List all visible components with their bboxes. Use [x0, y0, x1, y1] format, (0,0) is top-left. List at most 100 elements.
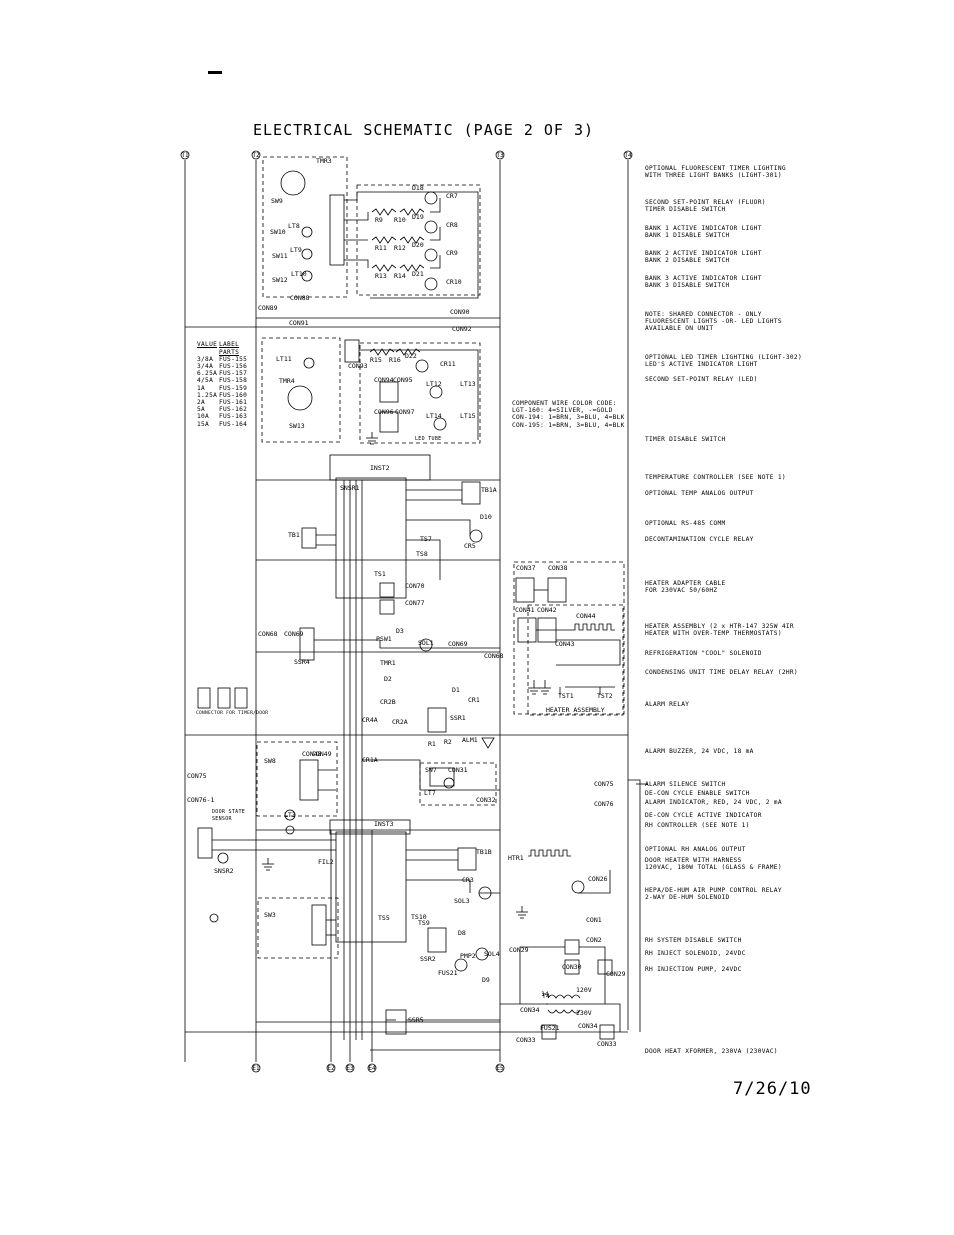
- component-label: LT15: [460, 412, 476, 420]
- component-label: TMR1: [380, 659, 396, 667]
- component-label: CR3: [462, 876, 474, 884]
- component-label: SSR5: [408, 1016, 424, 1024]
- component-label: CR2B: [380, 698, 396, 706]
- component-label: INST2: [370, 464, 390, 472]
- description-18: ALARM BUZZER, 24 VDC, 18 mA: [645, 748, 754, 755]
- description-23: RH CONTROLLER (SEE NOTE 1): [645, 822, 750, 829]
- component-label: TB1: [288, 531, 300, 539]
- component-label: D22: [405, 352, 417, 360]
- component-label: R15: [370, 356, 382, 364]
- component-label: SW12: [272, 276, 288, 284]
- component-label: CON75: [187, 772, 207, 780]
- component-label: CON38: [548, 564, 568, 572]
- door-state-sensor-label: DOOR STATE SENSOR: [212, 809, 246, 823]
- component-label: D1: [452, 686, 460, 694]
- svg-text:E2: E2: [327, 1065, 335, 1072]
- component-label: TS9: [418, 919, 430, 927]
- component-label: INST3: [374, 820, 394, 828]
- description-8: TIMER DISABLE SWITCH: [645, 436, 726, 443]
- component-label: D10: [480, 513, 492, 521]
- component-label: CR4A: [362, 716, 378, 724]
- description-12: DECONTAMINATION CYCLE RELAY: [645, 536, 754, 543]
- component-label: CON75: [594, 780, 614, 788]
- description-5: NOTE: SHARED CONNECTOR - ONLY FLUORESCEN…: [645, 311, 782, 333]
- terminal-t4: T4: [623, 150, 633, 160]
- component-label: R12: [394, 244, 406, 252]
- svg-text:T3: T3: [496, 152, 504, 159]
- component-label: CON95: [393, 376, 413, 384]
- component-label: CON43: [555, 640, 575, 648]
- terminal-t3: T3: [495, 150, 505, 160]
- component-label: CON31: [448, 766, 468, 774]
- component-label: CR8: [446, 221, 458, 229]
- component-label: FUS21: [540, 1024, 560, 1032]
- component-label: SW13: [289, 422, 305, 430]
- component-label: CON96: [374, 408, 394, 416]
- svg-text:E3: E3: [346, 1065, 354, 1072]
- component-label: CON68: [258, 630, 278, 638]
- component-label: CON29: [606, 970, 626, 978]
- component-label: CON77: [405, 599, 425, 607]
- component-label: LT12: [426, 380, 442, 388]
- component-label: CON33: [597, 1040, 617, 1048]
- component-label: CON88: [290, 294, 310, 302]
- component-label: CON32: [476, 796, 496, 804]
- component-label: SSR2: [420, 955, 436, 963]
- svg-text:T4: T4: [624, 152, 632, 159]
- component-label: HTR1: [508, 854, 524, 862]
- component-label: CON97: [395, 408, 415, 416]
- led-fixture-label: LED TUBE: [415, 436, 442, 442]
- description-22: DE-CON CYCLE ACTIVE INDICATOR: [645, 812, 762, 819]
- fuse-table-header: LABEL PARTS: [219, 341, 240, 356]
- component-label: TST1: [558, 692, 574, 700]
- component-label: CON68: [484, 652, 504, 660]
- component-label: TB1B: [476, 848, 492, 856]
- component-label: CON29: [509, 946, 529, 954]
- component-label: TST2: [597, 692, 613, 700]
- description-20: DE-CON CYCLE ENABLE SWITCH: [645, 790, 750, 797]
- description-19: ALARM SILENCE SWITCH: [645, 781, 726, 788]
- component-label: R1: [428, 740, 436, 748]
- component-label: LT8: [288, 222, 300, 230]
- component-label: TS5: [378, 914, 390, 922]
- component-label: FIL2: [318, 858, 334, 866]
- description-25: DOOR HEATER WITH HARNESS 120VAC, 180W TO…: [645, 857, 782, 872]
- component-label: D19: [412, 213, 424, 221]
- description-17: ALARM RELAY: [645, 701, 690, 708]
- component-label: SNSR2: [214, 867, 234, 875]
- component-label: CON1: [586, 916, 602, 924]
- description-21: ALARM INDICATOR, RED, 24 VDC, 2 mA: [645, 799, 782, 806]
- description-6: OPTIONAL LED TIMER LIGHTING (LIGHT-302) …: [645, 354, 802, 369]
- header-dash-mark: [208, 71, 222, 74]
- component-label: LT13: [460, 380, 476, 388]
- terminal-e1: E1: [251, 1063, 261, 1073]
- component-label: CR9: [446, 249, 458, 257]
- terminal-e2: E2: [326, 1063, 336, 1073]
- description-4: BANK 3 ACTIVE INDICATOR LIGHT BANK 3 DIS…: [645, 275, 762, 290]
- component-label: D20: [412, 241, 424, 249]
- component-label: SOL4: [484, 950, 500, 958]
- component-label: D3: [396, 627, 404, 635]
- revision-date: 7/26/10: [733, 1079, 812, 1099]
- component-label: R14: [394, 272, 406, 280]
- component-label: SW8: [264, 757, 276, 765]
- component-label: CON94: [374, 376, 394, 384]
- component-label: CR1: [468, 696, 480, 704]
- component-label: SSR1: [450, 714, 466, 722]
- component-label: CR7: [446, 192, 458, 200]
- component-label: CON93: [348, 362, 368, 370]
- component-label: CON92: [452, 325, 472, 333]
- component-label: CON49: [312, 750, 332, 758]
- component-label: CON76-1: [187, 796, 214, 804]
- component-label: LT11: [276, 355, 292, 363]
- component-label: PSW1: [376, 635, 392, 643]
- component-label: CON90: [450, 308, 470, 316]
- description-15: REFRIGERATION "COOL" SOLENOID: [645, 650, 762, 657]
- component-label: TS1: [374, 570, 386, 578]
- component-label: HEATER ASSEMBLY: [546, 706, 605, 714]
